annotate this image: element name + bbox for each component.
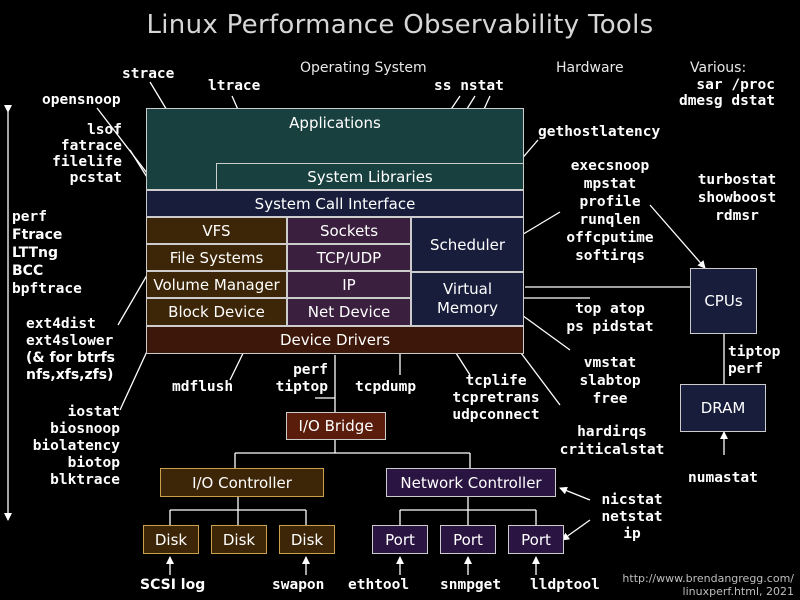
sockets-box: Sockets (287, 217, 411, 244)
tool-mdflush: mdflush (172, 379, 234, 395)
tool-scsi-log: SCSI log (140, 577, 206, 593)
tool-group-cpu: turbostat showboost rdmsr (697, 172, 777, 224)
tool-numastat: numastat (688, 470, 758, 486)
tool-group-iostat: iostat biosnoop biolatency biotop blktra… (32, 404, 120, 488)
net-device-box: Net Device (287, 298, 411, 326)
header-operating-system: Operating System (300, 60, 427, 76)
tool-ltrace: ltrace (208, 78, 261, 94)
vfs-box: VFS (146, 217, 287, 244)
port-box-1: Port (372, 525, 428, 554)
tool-group-vmstat: vmstat slabtop free (579, 355, 641, 407)
tool-tcpdump: tcpdump (355, 379, 417, 395)
block-device-box: Block Device (146, 298, 287, 326)
io-controller-box: I/O Controller (160, 468, 324, 497)
port-box-3: Port (508, 525, 564, 554)
page-title: Linux Performance Observability Tools (146, 10, 654, 40)
file-systems-box: File Systems (146, 244, 287, 271)
tool-ss-nstat: ss nstat (434, 78, 504, 94)
network-controller-box: Network Controller (386, 468, 556, 497)
tool-group-scheduler: execsnoop mpstat profile runqlen offcput… (566, 158, 654, 264)
tool-ethtool: ethtool (348, 577, 410, 593)
tool-group-ext4: ext4dist ext4slower (& for btrfs nfs,xfs… (26, 316, 116, 383)
tool-group-tcplife: tcplife tcpretrans udpconnect (452, 373, 540, 423)
tool-group-tracers: perf Ftrace LTTng BCC bpftrace (12, 209, 82, 297)
ip-box: IP (287, 271, 411, 298)
tool-group-nicstat: nicstat netstat ip (601, 492, 663, 542)
cpus-box: CPUs (690, 268, 757, 334)
dram-box: DRAM (680, 384, 766, 432)
port-box-2: Port (440, 525, 496, 554)
device-drivers-layer: Device Drivers (146, 326, 524, 354)
disk-box-1: Disk (143, 525, 199, 554)
system-libraries-layer: System Libraries (216, 163, 524, 190)
tool-lldptool: lldptool (530, 577, 600, 593)
volume-manager-box: Volume Manager (146, 271, 287, 298)
tool-gethostlatency: gethostlatency (538, 124, 661, 140)
disk-box-2: Disk (211, 525, 267, 554)
scheduler-box: Scheduler (411, 217, 524, 272)
tool-group-irq: hardirqs criticalstat (559, 424, 665, 458)
tool-perf-tiptop: perf tiptop (275, 362, 328, 395)
tcp-udp-box: TCP/UDP (287, 244, 411, 271)
tool-strace: strace (122, 66, 175, 82)
tool-snmpget: snmpget (440, 577, 502, 593)
virtual-memory-box: Virtual Memory (411, 272, 524, 326)
header-various: Various: (690, 60, 747, 76)
footer-credit: http://www.brendangregg.com/ linuxperf.h… (622, 572, 794, 598)
tool-opensnoop: opensnoop (42, 92, 121, 108)
tool-swapon: swapon (272, 577, 325, 593)
header-hardware: Hardware (556, 60, 624, 76)
disk-box-3: Disk (279, 525, 335, 554)
tool-group-lsof: lsof fatrace filelife pcstat (52, 122, 122, 186)
syscall-interface-layer: System Call Interface (146, 190, 524, 217)
tool-tiptop-perf: tiptop perf (728, 344, 781, 377)
tool-group-top: top atop ps pidstat (566, 301, 654, 335)
various-tools: sar /proc dmesg dstat (678, 77, 775, 109)
io-bridge-box: I/O Bridge (286, 412, 386, 440)
